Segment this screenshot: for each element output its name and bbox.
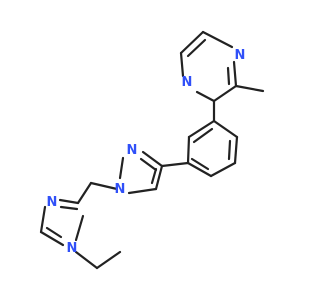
bond [212, 84, 238, 103]
bond [212, 119, 239, 139]
bond [192, 127, 214, 144]
bond-layer [39, 30, 265, 270]
bond [59, 205, 79, 211]
bond [160, 161, 190, 168]
atom-label-layer: N N N N N N [47, 48, 246, 256]
bond [234, 84, 265, 93]
structure-canvas: N N N N N N [39, 30, 265, 270]
bond [201, 30, 234, 49]
bond [179, 51, 185, 78]
bond [45, 226, 63, 239]
bond [186, 135, 191, 165]
nitrogen-atom-label: N [115, 182, 126, 197]
bond [150, 167, 158, 185]
bond [190, 157, 210, 171]
nitrogen-atom-label: N [67, 241, 78, 256]
bond [58, 198, 80, 205]
bond [179, 30, 205, 55]
bond [233, 135, 239, 165]
bond [141, 150, 164, 168]
bond [95, 250, 122, 270]
bond [118, 156, 125, 180]
bond [74, 214, 85, 242]
bond [209, 161, 237, 178]
nitrogen-atom-label: N [47, 195, 58, 210]
molecule-diagram: N N N N N N [39, 30, 265, 270]
nitrogen-atom-label: N [182, 75, 193, 90]
bond [154, 164, 164, 191]
bond [186, 161, 213, 178]
bond [76, 181, 93, 205]
bond [226, 66, 231, 86]
bond [127, 187, 158, 195]
bond [74, 250, 99, 270]
nitrogen-atom-label: N [235, 48, 246, 63]
nitrogen-atom-label: N [127, 143, 138, 158]
bond [39, 205, 47, 234]
bond [227, 139, 232, 161]
bond [39, 230, 65, 247]
bond [195, 90, 216, 103]
bond [186, 38, 207, 58]
bond [187, 119, 216, 139]
bond [232, 60, 238, 88]
bond [139, 157, 158, 172]
bond [89, 181, 119, 191]
